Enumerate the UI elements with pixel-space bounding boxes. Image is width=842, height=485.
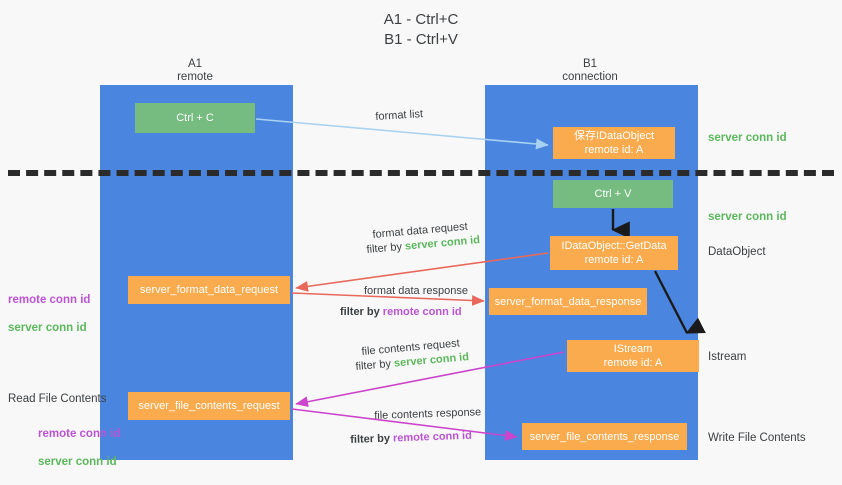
filter-by-text-1: filter by (366, 240, 403, 256)
label-read-file-contents: Read File Contents (8, 393, 107, 405)
label-server-conn-id-second: server conn id (708, 211, 787, 223)
box-server-format-data-request[interactable]: server_format_data_request (128, 276, 290, 304)
label-left-conn-ids-file: remote conn id server conn id (38, 413, 120, 469)
label-dataobject: DataObject (708, 246, 766, 258)
label-write-file-contents: Write File Contents (708, 432, 806, 444)
box-istream[interactable]: IStream remote id: A (567, 340, 699, 372)
box-server-file-contents-response[interactable]: server_file_contents_response (522, 423, 687, 450)
label-server-conn-id-3: server conn id (38, 456, 117, 468)
phase-divider (8, 170, 834, 176)
box-ctrl-c[interactable]: Ctrl + C (135, 103, 255, 133)
flow-label-file-contents-response: file contents response (374, 406, 482, 422)
flow-label-format-data-response-filter: filter by remote conn id (340, 305, 462, 320)
label-remote-conn-id-2: remote conn id (38, 428, 121, 440)
box-idataobject-getdata[interactable]: IDataObject::GetData remote id: A (550, 236, 678, 270)
label-istream: Istream (708, 351, 747, 363)
box-ctrl-v[interactable]: Ctrl + V (553, 180, 673, 208)
label-left-conn-ids-format: remote conn id server conn id (8, 279, 90, 335)
flow-label-format-data-response: format data response (364, 285, 468, 297)
filter-by-text-3: filter by (355, 357, 392, 373)
label-remote-conn-id: remote conn id (8, 294, 91, 306)
filter-remote-conn-id-1: remote conn id (382, 306, 462, 318)
filter-remote-conn-id-2: remote conn id (392, 429, 473, 445)
label-server-conn-id: server conn id (8, 322, 87, 334)
box-save-idataobject[interactable]: 保存IDataObject remote id: A (553, 127, 675, 159)
flow-label-file-contents-response-filter: filter by remote conn id (350, 429, 472, 448)
label-server-conn-id-top: server conn id (708, 132, 787, 144)
box-server-format-data-response[interactable]: server_format_data_response (489, 288, 647, 315)
column-header-a1: A1 remote (177, 58, 213, 83)
column-header-b1: B1 connection (562, 58, 618, 83)
box-server-file-contents-request[interactable]: server_file_contents_request (128, 392, 290, 420)
flow-label-format-list: format list (375, 108, 424, 123)
filter-by-text-2: filter by (340, 306, 380, 318)
page-title: A1 - Ctrl+C B1 - Ctrl+V (383, 11, 459, 48)
filter-by-text-4: filter by (350, 432, 391, 446)
